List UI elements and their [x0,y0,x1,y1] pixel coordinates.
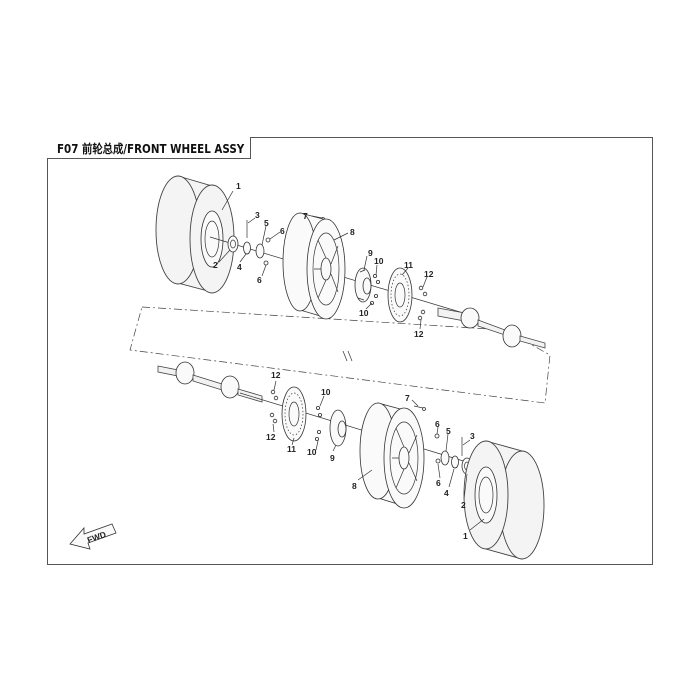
top-label-12b: 12 [414,329,424,339]
top-label-10b: 10 [359,308,369,318]
top-label-11: 11 [404,260,413,270]
bottom-label-2: 2 [461,500,466,510]
top-wheel-assembly: 1 2 3 4 5 6 6 7 8 9 10 10 11 12 12 [155,175,546,349]
fwd-label: FWD [86,529,108,545]
bottom-bolts-6 [434,433,441,464]
diagram-frame [47,137,653,565]
top-bolts-12 [417,285,428,321]
top-cap [255,243,265,259]
bottom-hub [329,409,347,447]
bottom-studs-10 [314,405,322,441]
bottom-bolts-12 [269,389,279,424]
bottom-brake-disc [281,386,307,442]
top-rim [282,212,346,320]
top-label-8: 8 [350,227,355,237]
bottom-washer [451,455,459,469]
bottom-label-8: 8 [352,481,357,491]
page-title: F07 前轮总成/FRONT WHEEL ASSY [57,142,245,156]
top-studs-10 [369,273,380,305]
top-label-5: 5 [264,218,269,228]
top-nut [227,235,239,253]
bottom-label-6b: 6 [436,478,441,488]
top-brake-disc [387,267,413,323]
bottom-label-10a: 10 [321,387,331,397]
top-label-9: 9 [368,248,373,258]
bottom-label-6a: 6 [435,419,440,429]
bottom-tire [463,440,545,560]
fwd-arrow-icon: FWD [69,523,117,550]
bottom-drive-shaft [157,361,263,403]
top-hub [354,267,372,303]
bottom-label-9: 9 [330,453,335,463]
bottom-label-12a: 12 [271,370,281,380]
top-drive-shaft [437,307,546,349]
bottom-label-10b: 10 [307,447,317,457]
bottom-label-5: 5 [446,426,451,436]
top-label-2: 2 [213,260,218,270]
top-tire [155,175,235,294]
bottom-wheel-assembly: 12 12 11 10 10 9 8 7 6 6 5 4 3 2 1 [157,361,545,560]
bottom-rim [359,402,425,509]
top-label-12a: 12 [424,269,434,279]
bottom-cap [440,450,450,466]
title-box: F07 前轮总成/FRONT WHEEL ASSY [47,137,251,159]
bottom-axis-line [239,392,471,464]
bottom-label-4: 4 [444,488,449,498]
bottom-label-11: 11 [287,444,296,454]
top-washer [243,241,251,255]
division-outline [129,306,551,404]
top-label-4: 4 [237,262,242,272]
bottom-valve [413,405,424,409]
top-label-3: 3 [255,210,260,220]
top-label-1: 1 [236,181,241,191]
bottom-label-3: 3 [470,431,475,441]
bottom-label-12b: 12 [266,432,276,442]
top-label-6b: 6 [257,275,262,285]
top-label-10a: 10 [374,256,384,266]
top-bolts-6 [263,237,271,266]
top-label-6a: 6 [280,226,285,236]
break-mark [342,350,353,362]
bottom-label-1: 1 [463,531,468,541]
bottom-label-7: 7 [405,393,410,403]
top-label-7: 7 [303,211,308,221]
